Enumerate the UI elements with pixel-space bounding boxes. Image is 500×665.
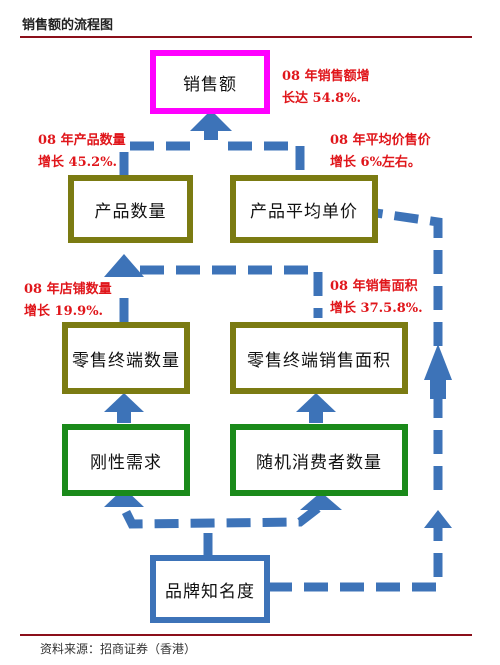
arrow-to-terminal-count bbox=[104, 393, 144, 412]
node-random-consumers: 随机消费者数量 bbox=[230, 424, 408, 496]
note-quantity-growth: 08 年产品数量 增长 45.2%. bbox=[38, 133, 126, 170]
page-title: 销售额的流程图 bbox=[22, 18, 114, 33]
bottom-divider bbox=[20, 634, 472, 636]
note-price-growth: 08 年平均价售价 增长 6%左右。 bbox=[330, 133, 431, 170]
node-terminal-count: 零售终端数量 bbox=[62, 322, 190, 394]
arrow-to-random-consumers bbox=[300, 492, 342, 510]
note-area-growth: 08 年销售面积 增长 37.5.8%. bbox=[330, 279, 423, 316]
node-average-price: 产品平均单价 bbox=[230, 175, 378, 243]
node-rigid-demand: 刚性需求 bbox=[62, 424, 190, 496]
note-sales-growth: 08 年销售额增 长达 54.8%. bbox=[282, 69, 370, 106]
arrow-to-terminal-area bbox=[296, 393, 336, 412]
arrow-right-column-upper bbox=[424, 344, 452, 380]
connector-brand-right bbox=[268, 528, 443, 592]
node-sales: 销售额 bbox=[150, 50, 270, 114]
arrow-to-terminal-count-stem bbox=[117, 411, 131, 423]
node-product-quantity: 产品数量 bbox=[68, 175, 193, 243]
top-divider bbox=[20, 36, 472, 38]
arrow-to-qty bbox=[104, 254, 144, 277]
connector-demand-row bbox=[121, 501, 325, 529]
arrow-to-sales bbox=[190, 110, 232, 131]
source-note: 资料来源：招商证券（香港） bbox=[40, 642, 197, 656]
connector-terminals-to-qty bbox=[140, 265, 323, 318]
arrow-to-terminal-area-stem bbox=[309, 411, 323, 423]
arrow-to-sales-stem bbox=[204, 130, 218, 140]
note-store-growth: 08 年店铺数量 增长 19.9%. bbox=[24, 282, 112, 319]
arrow-to-rigid-demand bbox=[104, 488, 144, 507]
connector-price-up bbox=[228, 141, 305, 176]
connector-right-column bbox=[375, 208, 443, 490]
node-terminal-area: 零售终端销售面积 bbox=[230, 322, 408, 394]
arrow-right-column-lower bbox=[424, 510, 452, 528]
connector-qty-up bbox=[119, 141, 190, 176]
arrow-right-column-upper-stem bbox=[430, 379, 446, 399]
node-brand-awareness: 品牌知名度 bbox=[150, 555, 270, 623]
